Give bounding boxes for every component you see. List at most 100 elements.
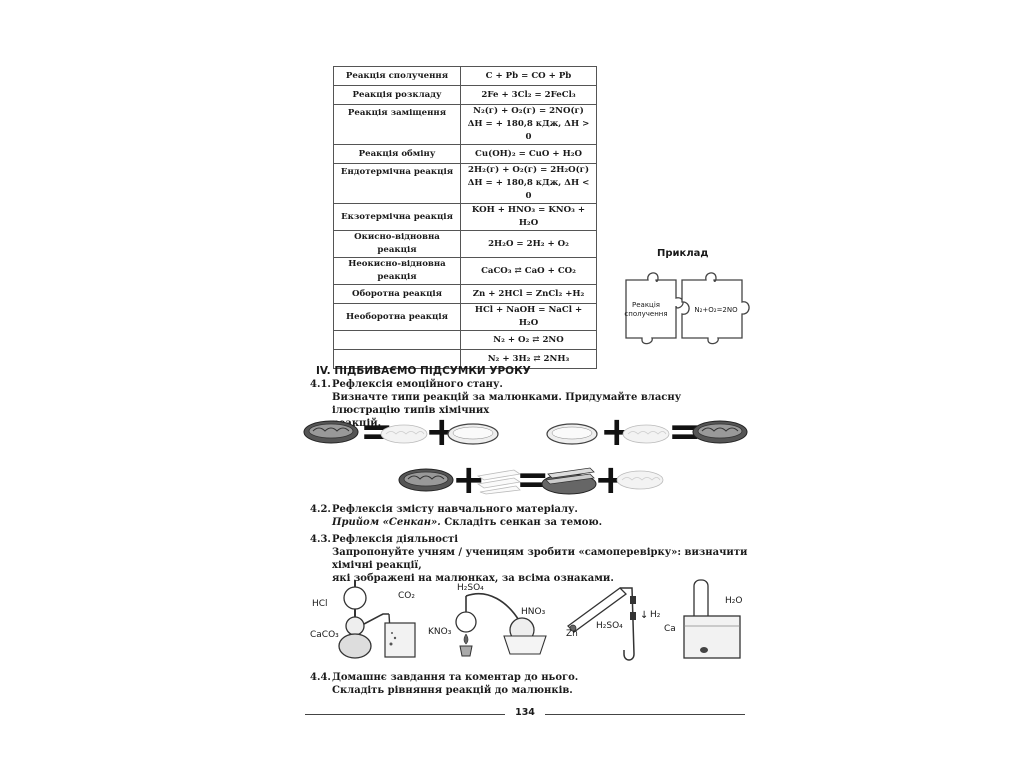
s41-title: Рефлексія емоційного стану.: [332, 379, 503, 390]
equation-line: N₂(г) + O₂(г) = 2NO(г): [473, 106, 584, 116]
bread-plain-icon: [447, 423, 499, 445]
reaction-type-cell: Реакція сполучення: [333, 66, 461, 86]
s43-number: 4.3.: [310, 534, 331, 545]
label-h2: H₂: [650, 610, 661, 620]
s44-block: Домашнє завдання та коментар до нього. С…: [332, 671, 752, 697]
s42-line: Прийом «Сенкан». Складіть сенкан за темо…: [332, 516, 752, 529]
table-row: Реакція сполучення C + Pb = CO + Pb: [333, 66, 597, 86]
equation-cell: KOH + HNO₃ = KNO₃ + H₂O: [460, 203, 597, 231]
arrow-down-icon: ↓: [640, 610, 649, 621]
bread-light-icon: [622, 424, 670, 444]
equation-line: 2Fe + 3Cl₂ = 2FeCl₃: [481, 89, 576, 100]
puzzle-piece-left: [625, 272, 684, 345]
puzzle-example-image: [625, 272, 750, 345]
equation-cell: C + Pb = CO + Pb: [460, 66, 597, 86]
reaction-type-cell: Реакція обміну: [333, 144, 461, 164]
table-row: Необоротна реакція HCl + NaOH = NaCl + H₂…: [333, 303, 597, 331]
label-ca: Ca: [664, 624, 676, 634]
equation-line: Zn + 2HCl = ZnCl₂ +H₂: [472, 288, 585, 299]
table-row: Окисно-відновна реакція 2H₂O = 2H₂ + O₂: [333, 230, 597, 258]
s42-title: Рефлексія змісту навчального матеріалу.: [332, 504, 578, 515]
apparatus-kipp-image: [338, 580, 416, 659]
reaction-type-cell: Реакція розкладу: [333, 85, 461, 105]
reaction-type-cell: Екзотермічна реакція: [333, 203, 461, 231]
equation-line: 2H₂O = 2H₂ + O₂: [488, 238, 569, 249]
bread-dark-icon: [398, 468, 454, 492]
equation-line: ΔH = + 180,8 кДж, ΔH < 0: [467, 178, 590, 201]
s42-text: Складіть сенкан за темою.: [440, 517, 603, 528]
label-co2: CO₂: [398, 591, 415, 601]
reaction-type-cell: Необоротна реакція: [333, 303, 461, 331]
equation-cell: N₂ + 3H₂ ⇄ 2NH₃: [460, 349, 597, 369]
equation-line: N₂ + O₂ ⇄ 2NO: [493, 334, 564, 345]
equation-cell: HCl + NaOH = NaCl + H₂O: [460, 303, 597, 331]
equation-line: C + Pb = CO + Pb: [485, 70, 572, 81]
equation-cell: 2H₂O = 2H₂ + O₂: [460, 230, 597, 258]
equation-line: CaCO₃ ⇄ CaO + CO₂: [481, 265, 576, 276]
puzzle-label-2: N₂+O₂=2NO: [694, 306, 738, 314]
s44-text: Складіть рівняння реакцій до малюнків.: [332, 685, 573, 696]
reaction-type-cell: Оборотна реакція: [333, 284, 461, 304]
apparatus-gas-tube-image: [567, 587, 636, 661]
footer-rule-right: [545, 714, 745, 715]
equation-line: HCl + NaOH = NaCl + H₂O: [474, 305, 583, 328]
table-row: N₂ + 3H₂ ⇄ 2NH₃: [333, 349, 597, 369]
puzzle-label-1: Реакція сполучення: [624, 301, 668, 318]
label-hcl: HCl: [312, 599, 328, 609]
reaction-type-cell: Реакція заміщення: [333, 104, 461, 145]
plus-sign: +: [452, 457, 486, 503]
table-row: Неокисно-відновна реакція CaCO₃ ⇄ CaO + C…: [333, 257, 597, 285]
equation-cell: Cu(OH)₂ = CuO + H₂O: [460, 144, 597, 164]
equation-cell: Zn + 2HCl = ZnCl₂ +H₂: [460, 284, 597, 304]
label-caco3: CaCO₃: [310, 630, 339, 640]
equation-line: Cu(OH)₂ = CuO + H₂O: [475, 148, 582, 159]
bread-dark-icon: [692, 420, 748, 444]
s43-title: Рефлексія діяльності: [332, 534, 459, 545]
table-row: Оборотна реакція Zn + 2HCl = ZnCl₂ +H₂: [333, 284, 597, 304]
equation-line: 2H₂(г) + O₂(г) = 2H₂O(г): [467, 165, 590, 175]
s44-number: 4.4.: [310, 672, 331, 683]
reaction-type-cell: Ендотермічна реакція: [333, 163, 461, 204]
label-h2so4-b: H₂SO₄: [596, 621, 623, 631]
puzzle-piece-right: [681, 272, 750, 345]
label-hno3: HNO₃: [521, 607, 546, 617]
label-h2o: H₂O: [725, 596, 743, 606]
bread-stack-icon: [541, 467, 597, 495]
table-row: N₂ + O₂ ⇄ 2NO: [333, 330, 597, 350]
equation-line: ΔH = + 180,8 кДж, ΔH > 0: [467, 119, 590, 142]
label-h2so4-a: H₂SO₄: [457, 583, 484, 593]
equation-cell: 2H₂(г) + O₂(г) = 2H₂O(г) ΔH = + 180,8 кДж…: [460, 163, 597, 204]
s42-number: 4.2.: [310, 504, 331, 515]
equation-cell: N₂ + O₂ ⇄ 2NO: [460, 330, 597, 350]
label-kno3: KNO₃: [428, 627, 452, 637]
equation-cell: N₂(г) + O₂(г) = 2NO(г) ΔH = + 180,8 кДж, …: [460, 104, 597, 145]
s44-title: Домашнє завдання та коментар до нього.: [332, 672, 579, 683]
apparatus-water-bath-image: [683, 579, 741, 659]
s41-number: 4.1.: [310, 379, 331, 390]
equation-line: N₂ + 3H₂ ⇄ 2NH₃: [487, 353, 570, 364]
s41-text2: реакцій.: [332, 418, 382, 429]
section-title: IV. ПІДБИВАЄМО ПІДСУМКИ УРОКУ: [316, 365, 531, 377]
example-title: Приклад: [657, 248, 709, 259]
bread-light-icon: [616, 470, 664, 490]
apparatus-distillation-image: [455, 592, 547, 657]
bread-light-icon: [380, 424, 428, 444]
s43-block: Рефлексія діяльності Запропонуйте учням …: [332, 533, 752, 585]
s41-text1: Визначте типи реакцій за малюнками. Прид…: [332, 392, 682, 416]
table-row: Реакція обміну Cu(OH)₂ = CuO + H₂O: [333, 144, 597, 164]
bread-slices-icon: [476, 469, 522, 495]
equation-line: KOH + HNO₃ = KNO₃ + H₂O: [471, 205, 586, 228]
footer-rule-left: [305, 714, 505, 715]
reaction-type-cell: [333, 330, 461, 350]
table-row: Екзотермічна реакція KOH + HNO₃ = KNO₃ + …: [333, 203, 597, 231]
s43-text1: Запропонуйте учням / ученицям зробити «с…: [332, 547, 748, 571]
equation-cell: 2Fe + 3Cl₂ = 2FeCl₃: [460, 85, 597, 105]
label-zn: Zn: [566, 629, 578, 639]
page-number: 134: [515, 707, 535, 718]
s42-block: Рефлексія змісту навчального матеріалу. …: [332, 503, 752, 529]
reaction-type-cell: Окисно-відновна реакція: [333, 230, 461, 258]
s43-text2: які зображені на малюнках, за всіма озна…: [332, 573, 614, 584]
reaction-type-cell: Неокисно-відновна реакція: [333, 257, 461, 285]
